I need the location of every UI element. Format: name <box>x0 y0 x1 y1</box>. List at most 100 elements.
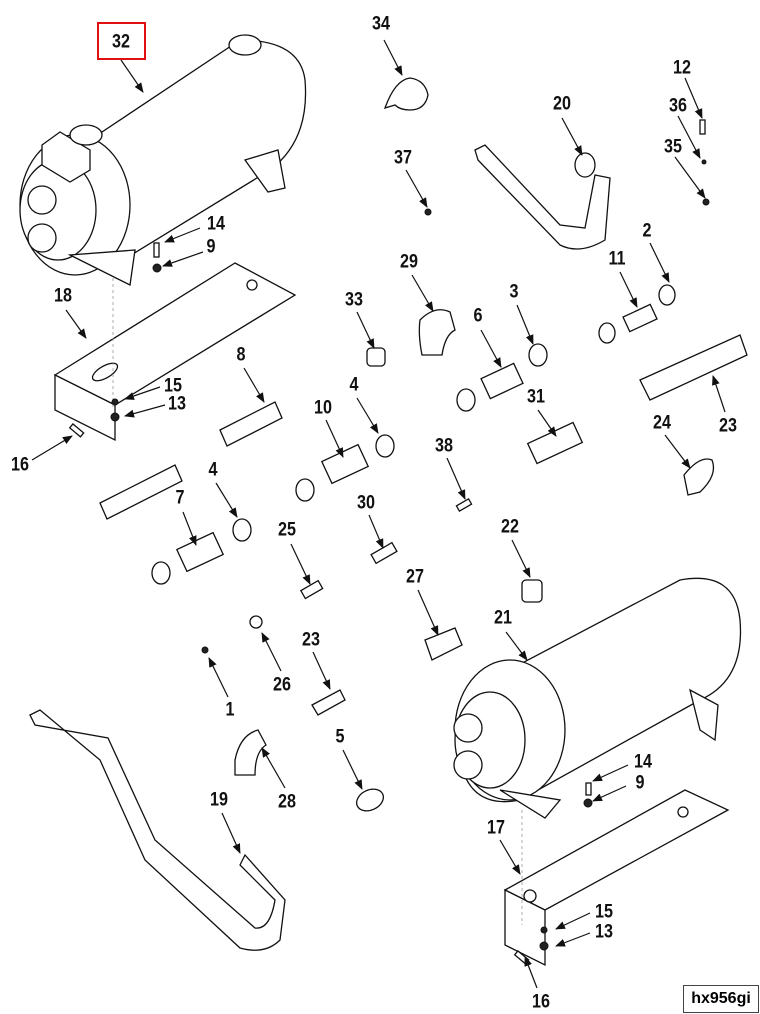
leader-arrow-9 <box>592 785 627 802</box>
leader-arrow-13 <box>124 404 166 418</box>
callout-4: 4 <box>208 459 218 481</box>
callout-14: 14 <box>634 751 652 773</box>
leader-arrow-7 <box>182 511 197 546</box>
leader-arrow-6 <box>480 329 502 368</box>
callout-35: 35 <box>664 136 682 158</box>
callout-28: 28 <box>278 791 296 813</box>
leader-arrow-33 <box>356 311 375 349</box>
leader-arrow-15 <box>124 386 161 400</box>
leader-arrow-12 <box>684 77 703 119</box>
callout-9: 9 <box>206 236 216 258</box>
callout-20: 20 <box>553 93 571 115</box>
callout-10: 10 <box>314 397 332 419</box>
callout-6: 6 <box>473 305 483 327</box>
callout-5: 5 <box>335 726 345 748</box>
callout-34: 34 <box>372 13 390 35</box>
leader-arrow-4 <box>215 482 238 518</box>
callout-2: 2 <box>642 220 652 242</box>
callout-11: 11 <box>608 248 626 270</box>
leader-arrow-29 <box>411 274 434 312</box>
leader-arrow-21 <box>505 631 528 661</box>
washer-36 <box>701 159 707 165</box>
leader-arrow-30 <box>368 514 384 549</box>
mounting-bracket-18 <box>53 262 297 442</box>
leader-arrow-28 <box>261 747 286 789</box>
leader-arrow-35 <box>674 156 706 199</box>
leader-arrow-8 <box>243 367 265 403</box>
callout-15: 15 <box>595 901 613 923</box>
callout-30: 30 <box>357 492 375 514</box>
callout-38: 38 <box>435 435 453 457</box>
leader-arrow-3 <box>516 304 534 345</box>
callout-8: 8 <box>236 344 246 366</box>
leader-arrow-16 <box>524 956 538 989</box>
leader-arrow-25 <box>290 543 311 585</box>
callout-33: 33 <box>345 289 363 311</box>
hose-19 <box>29 709 286 951</box>
leader-arrow-2 <box>649 242 670 283</box>
screw-14 <box>153 242 160 258</box>
leader-arrow-10 <box>325 419 344 458</box>
callout-15: 15 <box>164 375 182 397</box>
callout-16: 16 <box>532 991 550 1013</box>
bushing-33 <box>366 347 386 367</box>
leader-arrow-31 <box>537 409 557 437</box>
callout-17: 17 <box>487 817 505 839</box>
callout-36: 36 <box>669 95 687 117</box>
clip-34 <box>383 77 429 111</box>
leader-arrow-34 <box>383 39 403 76</box>
mounting-bracket-17 <box>503 789 730 967</box>
leader-arrow-32 <box>120 59 144 93</box>
leader-arrow-26 <box>261 632 282 672</box>
leader-arrow-20 <box>561 117 583 156</box>
callout-7: 7 <box>175 487 185 509</box>
leader-arrow-18 <box>65 309 87 339</box>
leader-arrow-38 <box>446 457 466 500</box>
callout-31: 31 <box>527 386 545 408</box>
nut-37 <box>424 208 432 216</box>
leader-arrow-37 <box>405 169 428 208</box>
heat-exchanger-21 <box>453 577 742 819</box>
callout-9: 9 <box>635 772 645 794</box>
leader-arrow-24 <box>664 434 691 469</box>
nut-35 <box>702 198 710 206</box>
highlight-box <box>97 22 146 60</box>
callout-18: 18 <box>54 285 72 307</box>
leader-arrow-27 <box>417 589 439 636</box>
leader-arrow-23 <box>712 375 726 413</box>
callout-21: 21 <box>494 607 512 629</box>
callout-13: 13 <box>168 393 186 415</box>
callout-14: 14 <box>207 213 225 235</box>
leader-arrow-9 <box>162 251 204 267</box>
leader-arrow-14 <box>164 227 201 243</box>
callout-3: 3 <box>509 281 519 303</box>
callout-4: 4 <box>349 374 359 396</box>
callout-arrows <box>31 39 726 989</box>
leader-arrow-1 <box>208 657 229 698</box>
leader-arrow-36 <box>677 115 701 159</box>
leader-arrow-4 <box>356 397 379 434</box>
leader-arrow-16 <box>31 435 73 461</box>
leader-arrow-23 <box>312 651 331 690</box>
washer-9 <box>152 263 162 273</box>
callout-23: 23 <box>302 629 320 651</box>
callout-37: 37 <box>394 147 412 169</box>
callout-26: 26 <box>273 674 291 696</box>
callout-16: 16 <box>11 454 29 476</box>
leader-arrow-11 <box>619 271 638 308</box>
leader-arrow-22 <box>511 539 531 578</box>
leader-arrow-15 <box>555 912 591 930</box>
callout-13: 13 <box>595 921 613 943</box>
callout-29: 29 <box>400 251 418 273</box>
hose-20 <box>474 144 611 250</box>
elbow-29 <box>418 309 456 356</box>
callout-27: 27 <box>406 566 424 588</box>
leader-arrow-14 <box>592 764 629 782</box>
callout-25: 25 <box>278 519 296 541</box>
callout-19: 19 <box>210 789 228 811</box>
callout-32: 32 <box>112 31 130 53</box>
heat-exchanger-32 <box>19 34 307 286</box>
callout-23: 23 <box>719 415 737 437</box>
callout-24: 24 <box>653 412 671 434</box>
